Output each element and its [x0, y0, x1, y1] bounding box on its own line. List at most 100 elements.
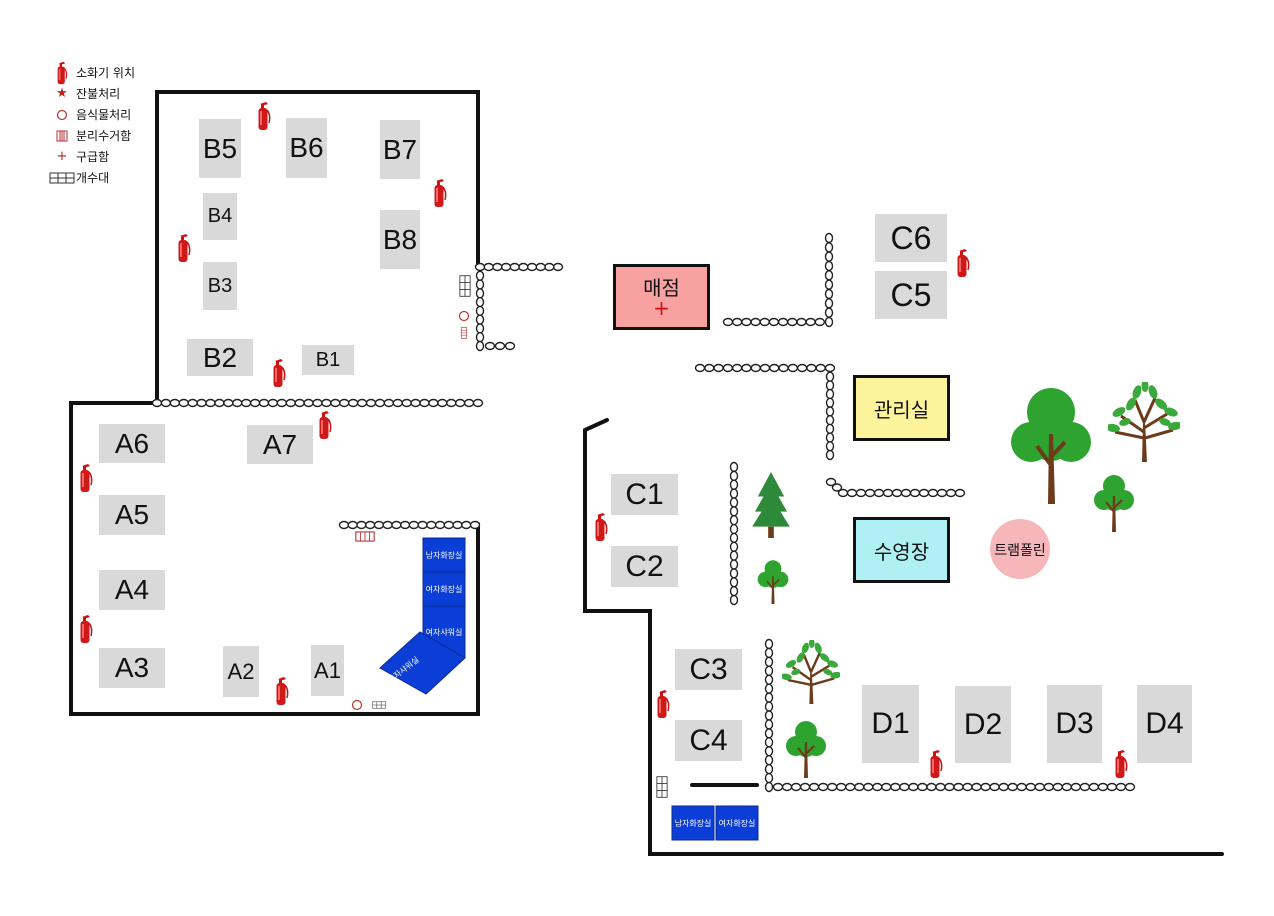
- site-c5[interactable]: C5: [875, 271, 947, 319]
- fence-post: [303, 398, 314, 408]
- fence-post: [285, 398, 296, 408]
- fence-post: [764, 754, 774, 766]
- site-a2[interactable]: A2: [223, 646, 259, 697]
- fence-post: [825, 477, 837, 487]
- fence-post: [461, 520, 472, 530]
- site-b6[interactable]: B6: [286, 118, 327, 178]
- site-d4[interactable]: D4: [1137, 685, 1192, 763]
- fence-post: [731, 317, 743, 327]
- sink-icon: [48, 172, 76, 184]
- fence-post: [729, 568, 739, 579]
- fence-c6: [722, 232, 834, 328]
- site-label: A2: [227, 658, 255, 684]
- branch-tree-icon: [1108, 382, 1180, 462]
- site-b2[interactable]: B2: [187, 339, 253, 376]
- fence-post: [475, 323, 485, 334]
- fence-post: [881, 782, 892, 792]
- circle-icon: [48, 109, 76, 121]
- site-label: C3: [689, 652, 728, 686]
- site-label: B4: [207, 205, 233, 227]
- fence-post: [356, 520, 367, 530]
- fence-post: [909, 488, 921, 498]
- fence-post: [872, 782, 883, 792]
- legend-item-food-waste: 음식물처리: [48, 104, 135, 125]
- fence-post: [787, 363, 799, 373]
- site-c4[interactable]: C4: [675, 720, 742, 761]
- legend-label: 소화기 위치: [76, 66, 136, 80]
- site-d1[interactable]: D1: [862, 685, 919, 763]
- fence-post: [824, 316, 834, 328]
- site-b7[interactable]: B7: [380, 120, 420, 179]
- fence-post: [764, 692, 774, 703]
- fence-post: [494, 341, 506, 351]
- fence-post: [824, 270, 834, 281]
- fence-post: [294, 398, 305, 408]
- site-a6[interactable]: A6: [99, 424, 165, 463]
- site-d3[interactable]: D3: [1047, 685, 1102, 763]
- fence-post: [824, 298, 834, 309]
- fence-post: [824, 242, 834, 253]
- fence-post: [475, 279, 485, 290]
- fence-post: [729, 523, 739, 535]
- fence-post: [223, 398, 234, 408]
- fence-post: [845, 782, 856, 792]
- fence-post: [1070, 782, 1082, 792]
- fence-post: [768, 317, 780, 327]
- fence-pool: [825, 477, 966, 498]
- site-d2[interactable]: D2: [955, 686, 1011, 763]
- fence-post: [764, 728, 774, 739]
- fence-post: [805, 317, 816, 327]
- fence-post: [1025, 782, 1036, 792]
- fence-post: [214, 398, 225, 408]
- site-a1[interactable]: A1: [311, 645, 344, 696]
- site-label: A3: [114, 652, 150, 683]
- site-a4[interactable]: A4: [99, 570, 165, 610]
- site-c1[interactable]: C1: [611, 474, 678, 515]
- branch-tree-icon: [782, 640, 840, 704]
- fence-post: [374, 398, 386, 408]
- fence-post: [944, 782, 955, 792]
- small-tree-icon: [1094, 474, 1134, 532]
- office-building[interactable]: 관리실: [853, 375, 950, 441]
- legend-item-first-aid: + 구급함: [48, 146, 135, 167]
- site-a3[interactable]: A3: [99, 648, 165, 688]
- restroom-block-c: 남자화장실 여자화장실: [671, 805, 759, 841]
- site-b5[interactable]: B5: [199, 119, 241, 178]
- site-label: C2: [625, 549, 664, 583]
- site-c6[interactable]: C6: [875, 214, 947, 262]
- fence-post: [855, 488, 867, 498]
- site-c3[interactable]: C3: [675, 649, 742, 690]
- legend-label: 잔불처리: [76, 87, 121, 101]
- pool[interactable]: 수영장: [853, 517, 950, 583]
- site-a5[interactable]: A5: [99, 495, 165, 535]
- fence-post: [463, 398, 475, 408]
- store-building[interactable]: 매점 +: [613, 264, 710, 330]
- site-a7[interactable]: A7: [247, 425, 313, 464]
- legend-item-extinguisher: 소화기 위치: [48, 62, 135, 83]
- mens-restroom-a-label: 남자화장실: [426, 550, 463, 560]
- fence-post: [401, 398, 412, 408]
- site-c2[interactable]: C2: [611, 546, 678, 587]
- fence-post: [492, 262, 503, 272]
- fence-post: [971, 782, 982, 792]
- legend-label: 개수대: [76, 171, 110, 185]
- fence-post: [825, 432, 835, 443]
- site-b3[interactable]: B3: [203, 262, 237, 310]
- site-b4[interactable]: B4: [203, 193, 237, 240]
- fence-post: [890, 782, 901, 792]
- fence-post: [764, 701, 774, 712]
- fence-post: [276, 398, 288, 408]
- fence-post: [249, 398, 261, 408]
- fence-post: [741, 317, 752, 327]
- fence-post: [787, 317, 798, 327]
- fence-post: [232, 398, 243, 408]
- fence-post: [825, 397, 835, 408]
- fence-post: [347, 520, 358, 530]
- fence-post: [356, 398, 368, 408]
- fence-post: [764, 665, 774, 677]
- fence-post: [824, 232, 834, 244]
- fence-post: [722, 363, 734, 373]
- site-b1[interactable]: B1: [302, 345, 354, 375]
- site-label: D3: [1055, 707, 1094, 740]
- site-b8[interactable]: B8: [380, 210, 420, 269]
